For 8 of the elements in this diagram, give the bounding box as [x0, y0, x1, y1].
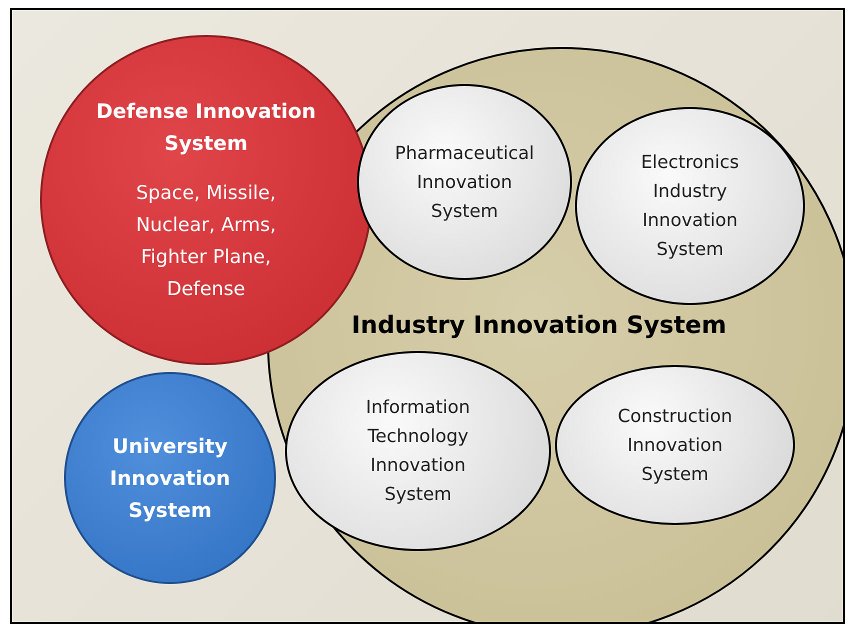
circle-text: Space, Missile, Nuclear, Arms, Fighter Plane, Defense [134, 181, 278, 302]
circle-heading: Defense Innovation System [95, 98, 317, 157]
circle-heading: University Innovation System [108, 433, 232, 524]
circle-label: Electronics Industry Innovation System [640, 151, 740, 262]
circle-label: Construction Innovation System [616, 404, 734, 486]
circle-label: Pharmaceutical Innovation System [394, 142, 536, 224]
circle-label: Information Technology Innovation System [364, 396, 472, 507]
circle-title: Industry Innovation System [350, 311, 728, 339]
